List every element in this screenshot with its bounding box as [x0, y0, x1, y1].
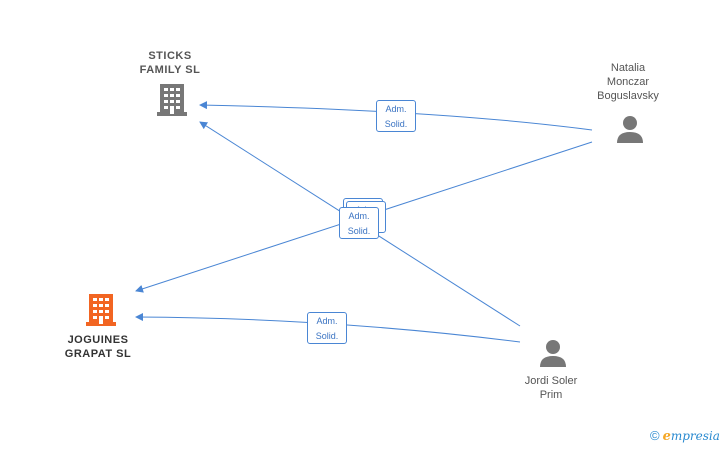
edge-natalia-sticks[interactable] — [199, 101, 593, 131]
building-icon[interactable] — [157, 84, 187, 116]
node-name-line: JOGUINES — [67, 334, 129, 346]
edge-role-label: Adm. — [348, 211, 370, 221]
node-label-jordi[interactable]: Jordi Soler Prim — [501, 374, 601, 402]
node-name-line: Boguslavsky — [597, 90, 659, 102]
brand-logo: ©empresia — [650, 428, 720, 444]
node-label-joguines-grapat[interactable]: JOGUINES GRAPAT SL — [48, 333, 148, 361]
node-label-sticks-family[interactable]: STICKS FAMILY SL — [120, 49, 220, 77]
node-label-natalia[interactable]: Natalia Monczar Boguslavsky — [578, 61, 678, 103]
node-name-line: Prim — [539, 389, 563, 401]
node-name-line: GRAPAT SL — [64, 348, 132, 360]
edge-badge-jordi-joguines[interactable]: Adm. Solid. — [307, 312, 347, 344]
edge-role-label: Solid. — [315, 331, 339, 341]
edge-role-label: Solid. — [347, 226, 371, 236]
brand-initial: e — [662, 429, 671, 444]
building-icon[interactable] — [86, 294, 116, 326]
edge-role-label: Adm. — [385, 104, 407, 114]
person-icon[interactable] — [617, 116, 643, 143]
node-name-line: Jordi Soler — [524, 375, 578, 387]
edge-role-label: Solid. — [384, 119, 408, 129]
node-name-line: STICKS — [148, 50, 192, 62]
edge-role-label: Adm. — [316, 316, 338, 326]
edge-badge-jordi-sticks[interactable]: Adm. Solid. — [339, 207, 379, 239]
node-name-line: Monczar — [606, 76, 650, 88]
brand-name: mpresia — [670, 429, 720, 443]
person-icon[interactable] — [540, 340, 566, 367]
node-name-line: Natalia — [610, 62, 646, 74]
edge-badge-natalia-sticks[interactable]: Adm. Solid. — [376, 100, 416, 132]
copyright-icon: © — [650, 428, 660, 443]
node-name-line: FAMILY SL — [139, 64, 201, 76]
